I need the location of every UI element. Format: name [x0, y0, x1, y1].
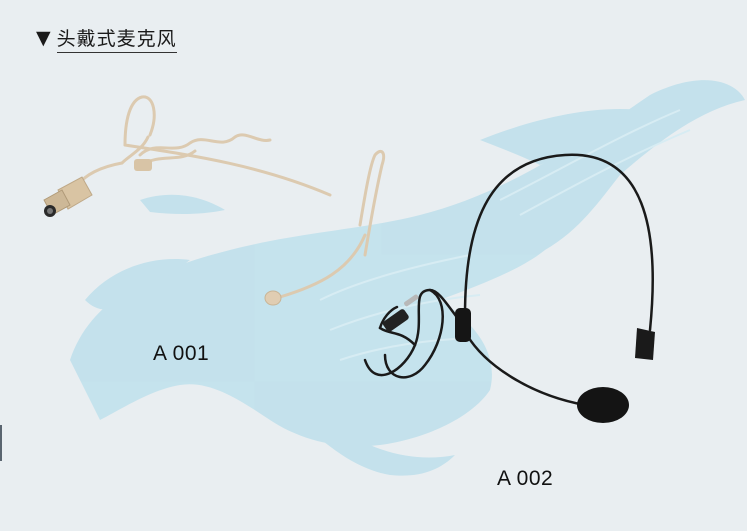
product-image-a001 — [43, 95, 386, 306]
connector-icon — [43, 176, 93, 217]
edge-divider — [0, 425, 2, 461]
product-label-a001: A 001 — [153, 342, 210, 365]
product-image-a002 — [363, 153, 655, 423]
product-label-a002: A 002 — [497, 467, 554, 490]
plug-icon — [382, 294, 419, 332]
triangle-down-icon: ▼ — [36, 27, 51, 49]
section-title: 头戴式麦克风 — [56, 24, 177, 53]
section-header: ▼ 头戴式麦克风 — [36, 24, 177, 53]
